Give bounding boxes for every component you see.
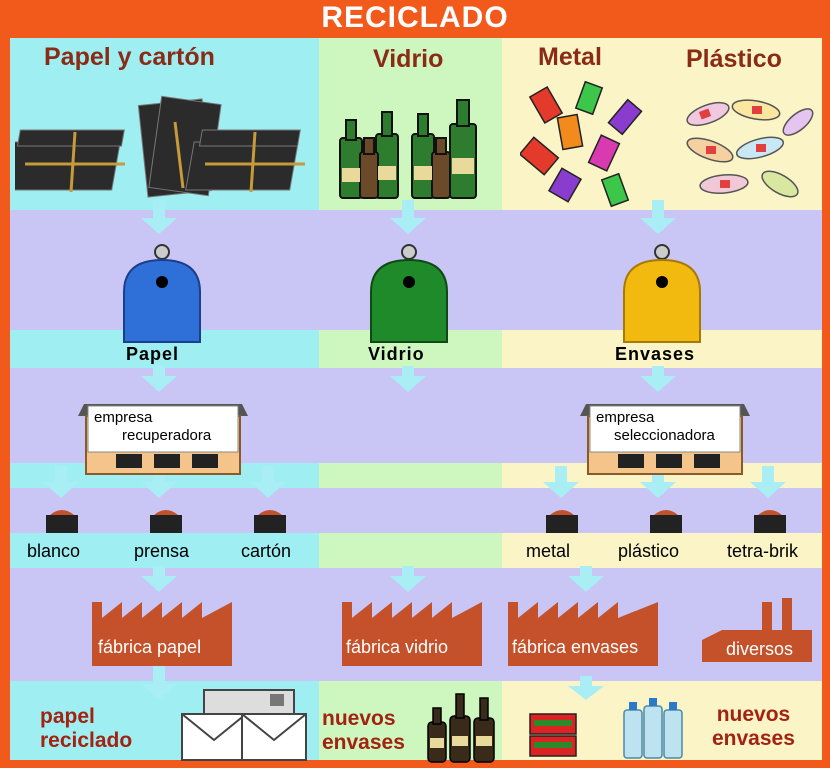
various-factory-label: diversos [726, 639, 794, 659]
white-paper-bale-icon [46, 510, 78, 533]
containers-factory-label: fábrica envases [512, 637, 639, 657]
sorted-press: prensa [134, 541, 190, 561]
bin-label-paper: Papel [126, 344, 180, 364]
category-glass: Vidrio [373, 45, 444, 73]
sorting-company-line1: empresa [596, 409, 655, 426]
glass-factory-icon [342, 602, 482, 666]
product-new-plastic-containers: nuevos envases [712, 703, 795, 751]
band-sorted [10, 488, 822, 533]
sorted-cardboard: cartón [241, 541, 292, 561]
sorting-company-building-icon [580, 404, 750, 475]
press-bale-icon [150, 510, 182, 533]
new-cans-icon [529, 713, 577, 757]
paper-factory-icon [92, 602, 232, 666]
sorting-company-line2: seleccionadora [614, 427, 715, 444]
diagram-title: RECICLADO [321, 1, 509, 34]
recovery-company-line2: recuperadora [122, 427, 212, 444]
recovery-company-line1: empresa [94, 409, 153, 426]
plastic-bottles-icon [686, 99, 814, 198]
bin-label-glass: Vidrio [368, 344, 425, 364]
category-metal: Metal [538, 43, 602, 71]
sorted-white: blanco [27, 541, 81, 561]
category-paper: Papel y cartón [44, 43, 215, 71]
cardboard-bale-icon [254, 510, 286, 533]
recovery-company-building-icon [78, 404, 248, 475]
plastic-bale-icon [650, 510, 682, 533]
product-plastic-line2: envases [712, 727, 795, 750]
tetra-bale-icon [754, 510, 786, 533]
paper-bin-icon [123, 244, 201, 343]
bin-label-containers: Envases [615, 344, 696, 364]
new-glass-bottles-icon [427, 693, 495, 763]
glass-bin-icon [370, 244, 448, 343]
product-plastic-line1: nuevos [716, 703, 791, 726]
category-plastic: Plástico [686, 45, 782, 73]
product-recycled-paper-line1: papel [40, 705, 95, 728]
arrow-group [43, 200, 786, 700]
product-glass-line1: nuevos [322, 707, 396, 730]
glass-factory-label: fábrica vidrio [346, 637, 449, 657]
product-recycled-paper: papel reciclado [40, 705, 132, 753]
newspaper-stacks-icon [15, 95, 305, 198]
product-glass-line2: envases [322, 731, 405, 754]
sorted-metal: metal [526, 541, 571, 561]
new-plastic-bottles-icon [623, 698, 683, 759]
recovery-company-label: empresa recuperadora [94, 409, 211, 445]
containers-bin-icon [623, 244, 701, 343]
sorting-company-label: empresa seleccionadora [596, 409, 715, 445]
glass-bottles-icon [339, 99, 477, 199]
envelopes-icon [181, 689, 307, 761]
various-factory-icon [702, 598, 812, 662]
metal-bale-icon [546, 510, 578, 533]
product-recycled-paper-line2: reciclado [40, 729, 133, 752]
product-new-glass-containers: nuevos envases [322, 707, 405, 755]
sorted-tetra: tetra-brik [727, 541, 799, 561]
sorted-plastic: plástico [618, 541, 680, 561]
paper-factory-label: fábrica papel [98, 637, 202, 657]
containers-factory-icon [508, 602, 658, 666]
metal-cans-icon [520, 80, 643, 208]
